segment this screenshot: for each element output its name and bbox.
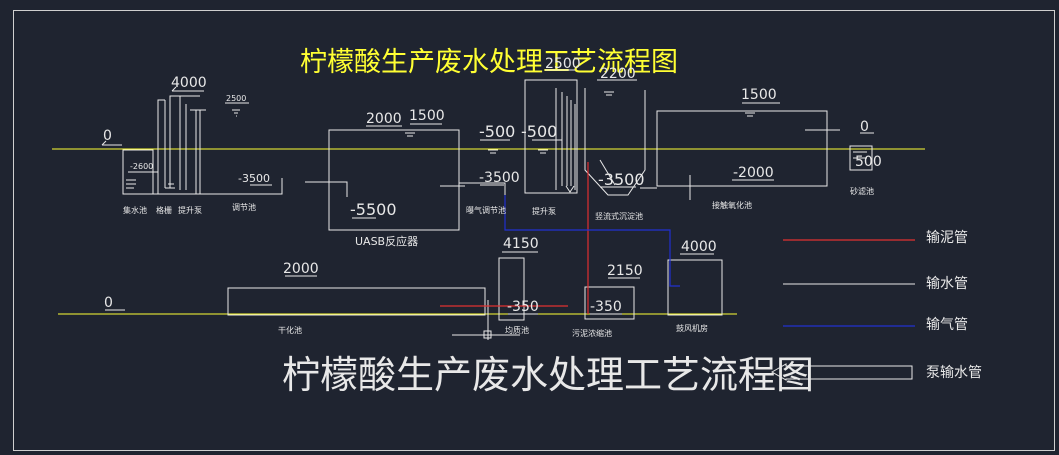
elev-neg350-b: -350 <box>590 299 622 315</box>
elev-neg2600: -2600 <box>130 162 153 171</box>
legend-water-label: 输水管 <box>926 276 968 292</box>
elev-1500-uasb: 1500 <box>409 108 445 124</box>
label-contact-oxidation: 接触氧化池 <box>712 200 752 210</box>
legend-gas-label: 输气管 <box>926 317 968 333</box>
label-sludge-thickener: 污泥浓缩池 <box>572 328 612 338</box>
elevation-ticks <box>101 69 874 315</box>
legend-sludge-label: 输泥管 <box>926 230 968 246</box>
elev-0-left: 0 <box>103 128 112 144</box>
drying-bed <box>227 287 486 316</box>
label-uasb: UASB反应器 <box>355 234 418 248</box>
legend: 输泥管 输水管 输气管 泵输水管 <box>770 230 982 381</box>
label-grille: 格栅 <box>156 205 172 215</box>
label-collection-pool: 集水池 <box>123 205 147 215</box>
gas-pipe <box>504 195 680 287</box>
elev-neg3500-a: -3500 <box>238 172 270 185</box>
label-blower-room: 鼓风机房 <box>676 323 708 333</box>
cad-cursor-marker <box>452 300 520 340</box>
elev-2150: 2150 <box>607 263 643 279</box>
elev-neg350-a: -350 <box>507 299 539 315</box>
homogenization-tank <box>498 257 525 321</box>
elev-2200: 2200 <box>600 66 636 82</box>
elev-0-sand: 0 <box>860 119 869 135</box>
elev-neg5500: -5500 <box>350 200 397 219</box>
elev-2000-uasb: 2000 <box>366 111 402 127</box>
label-vertical-sedimentation: 竖流式沉淀池 <box>595 211 643 221</box>
contact-oxidation-tank <box>640 110 840 200</box>
drawing-frame <box>13 10 1055 451</box>
label-homogenization-tank: 均质池 <box>505 325 529 335</box>
elev-2500-lift2: 2500 <box>545 56 581 72</box>
sludge-thickener <box>584 286 635 320</box>
vertical-sedimentation-tank <box>584 88 646 196</box>
elev-neg3500-b: -3500 <box>479 170 520 186</box>
elev-neg500-b: -500 <box>521 122 557 141</box>
legend-pump-label: 泵输水管 <box>926 365 982 381</box>
elev-2500: 2500 <box>226 94 246 103</box>
elev-0-lower: 0 <box>104 295 113 311</box>
equalization-pool <box>206 178 283 195</box>
elev-1500-contact: 1500 <box>741 87 777 103</box>
elev-neg2000: -2000 <box>733 165 774 181</box>
elev-4150: 4150 <box>503 236 539 252</box>
lift-pump-2-structure <box>459 79 578 195</box>
elev-500: 500 <box>855 154 882 170</box>
label-aeration-equalization: 曝气调节池 <box>466 205 506 215</box>
label-sand-filter: 砂滤池 <box>850 186 874 196</box>
uasb-reactor <box>305 129 465 231</box>
label-lift-pump-2: 提升泵 <box>532 206 556 216</box>
elev-4000: 4000 <box>171 75 207 91</box>
lift-pump-1-structure <box>152 95 206 195</box>
elev-2000-dry: 2000 <box>283 261 319 277</box>
diagram-title-top: 柠檬酸生产废水处理工艺流程图 <box>300 47 678 78</box>
legend-pump-arrow-swatch <box>770 363 913 381</box>
elev-neg500-a: -500 <box>479 122 515 141</box>
blower-room <box>667 259 723 316</box>
label-equalization-pool: 调节池 <box>232 202 256 212</box>
sand-filter <box>849 145 873 171</box>
label-drying-bed: 干化池 <box>278 325 302 335</box>
elev-4000-blower: 4000 <box>681 239 717 255</box>
diagram-title-bottom: 柠檬酸生产废水处理工艺流程图 <box>282 353 814 397</box>
label-lift-pump-1: 提升泵 <box>178 205 202 215</box>
elev-neg3500-c: -3500 <box>598 170 645 189</box>
